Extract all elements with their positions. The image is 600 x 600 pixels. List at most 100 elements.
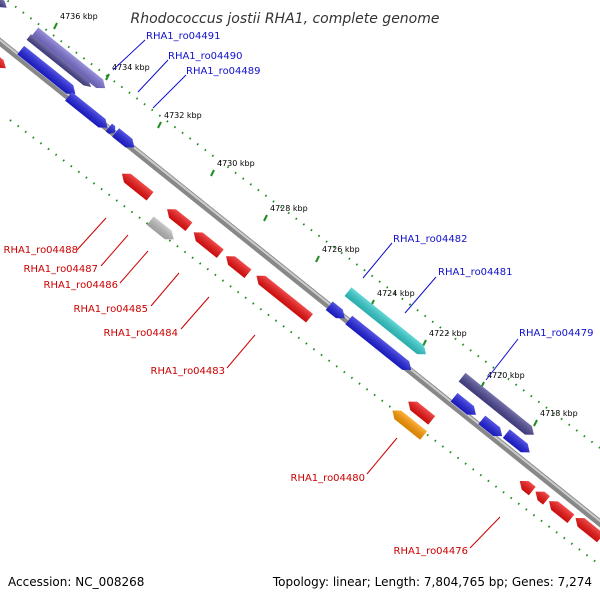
- gene-glyph[interactable]: [389, 406, 428, 440]
- gene-arrow-shading: [0, 51, 6, 69]
- gene-arrow-shading: [17, 45, 76, 94]
- tick-label: 4728 kbp: [270, 204, 308, 213]
- gene-layer: [0, 0, 600, 543]
- label-layer: RHA1_ro04491RHA1_ro04490RHA1_ro04489RHA1…: [4, 31, 594, 557]
- gene-glyph[interactable]: [345, 315, 414, 375]
- gene-glyph[interactable]: [450, 392, 480, 419]
- gene-arrow-shading: [408, 401, 436, 425]
- gene-arrow-shading: [167, 209, 193, 232]
- gene-arrow-shading: [31, 27, 106, 89]
- tick-label: 4718 kbp: [540, 409, 578, 418]
- gene-glyph[interactable]: [253, 271, 313, 323]
- gene-glyph[interactable]: [516, 477, 536, 496]
- gene-label[interactable]: RHA1_ro04481: [438, 267, 513, 278]
- tick-mark: [422, 339, 427, 347]
- gene-glyph[interactable]: [344, 287, 430, 358]
- gene-glyph[interactable]: [0, 0, 9, 11]
- gene-arrow-shading: [65, 92, 108, 128]
- gene-glyph[interactable]: [17, 45, 78, 98]
- gene-glyph[interactable]: [105, 123, 118, 137]
- tick-mark: [210, 169, 215, 177]
- gene-leader-line: [119, 250, 149, 284]
- gene-arrow-shading: [0, 0, 7, 8]
- gene-label[interactable]: RHA1_ro04490: [168, 51, 243, 62]
- tick-label: 4732 kbp: [164, 111, 202, 120]
- gene-arrow-shading: [193, 232, 224, 258]
- gene-arrow-shading: [345, 315, 412, 371]
- gene-arrow-shading: [549, 501, 575, 524]
- tick-label: 4726 kbp: [322, 245, 360, 254]
- tick-label: 4734 kbp: [112, 63, 150, 72]
- gene-glyph[interactable]: [325, 301, 348, 322]
- gene-label[interactable]: RHA1_ro04484: [104, 328, 179, 339]
- tick-label: 4724 kbp: [377, 289, 415, 298]
- gene-label[interactable]: RHA1_ro04488: [4, 245, 79, 256]
- outer-tick-track: [4, 0, 600, 449]
- gene-glyph[interactable]: [65, 92, 111, 132]
- gene-label[interactable]: RHA1_ro04483: [151, 366, 226, 377]
- gene-leader-line: [100, 234, 129, 267]
- gene-leader-line: [366, 437, 398, 475]
- gene-glyph[interactable]: [31, 27, 108, 93]
- gene-arrow-shading: [256, 275, 313, 323]
- gene-glyph[interactable]: [164, 205, 193, 232]
- tick-label: 4720 kbp: [487, 371, 525, 380]
- gene-arrow-shading: [478, 415, 503, 437]
- gene-arrow-shading: [226, 256, 252, 279]
- gene-label[interactable]: RHA1_ro04480: [291, 473, 366, 484]
- tick-mark: [157, 121, 162, 129]
- tick-mark: [315, 255, 320, 263]
- gene-leader-line: [404, 276, 437, 314]
- gene-leader-line: [180, 296, 210, 330]
- map-title: Rhodococcus jostii RHA1, complete genome: [130, 11, 439, 27]
- gene-label[interactable]: RHA1_ro04485: [74, 304, 149, 315]
- gene-arrow-shading: [450, 392, 476, 415]
- gene-glyph[interactable]: [26, 34, 94, 89]
- gene-glyph[interactable]: [502, 429, 533, 456]
- gene-glyph[interactable]: [0, 51, 9, 72]
- gene-label[interactable]: RHA1_ro04479: [519, 328, 594, 339]
- tick-mark: [263, 214, 268, 222]
- tick-mark: [105, 73, 110, 81]
- tick-label: 4722 kbp: [429, 329, 467, 338]
- tick-label: 4736 kbp: [60, 12, 98, 21]
- accession-text: Accession: NC_008268: [8, 575, 144, 589]
- gene-glyph[interactable]: [532, 487, 550, 505]
- inner-tick-track: [9, 119, 600, 566]
- gene-arrow-shading: [26, 34, 92, 88]
- gene-leader-line: [469, 516, 501, 549]
- gene-arrow-shading: [519, 480, 536, 496]
- gene-arrow-shading: [325, 301, 345, 319]
- tick-mark: [533, 419, 538, 427]
- gene-label[interactable]: RHA1_ro04487: [24, 264, 99, 275]
- gene-label[interactable]: RHA1_ro04486: [44, 280, 119, 291]
- gene-glyph[interactable]: [119, 169, 154, 201]
- gene-leader-line: [485, 338, 519, 381]
- gene-leader-line: [226, 334, 256, 369]
- gene-arrow-shading: [105, 123, 116, 134]
- gene-leader-line: [137, 59, 169, 93]
- gene-glyph[interactable]: [405, 397, 436, 425]
- gene-arrow-shading: [502, 429, 530, 453]
- gene-glyph[interactable]: [190, 228, 224, 258]
- gene-label[interactable]: RHA1_ro04476: [394, 546, 469, 557]
- gene-glyph[interactable]: [478, 415, 505, 441]
- gene-leader-line: [150, 272, 180, 307]
- gene-arrow-shading: [535, 491, 550, 505]
- gene-label[interactable]: RHA1_ro04489: [186, 66, 261, 77]
- gene-glyph[interactable]: [223, 252, 252, 279]
- gene-glyph[interactable]: [458, 372, 538, 439]
- gene-glyph[interactable]: [112, 128, 138, 152]
- tick-mark: [53, 22, 58, 30]
- gene-arrow-shading: [112, 128, 135, 148]
- gene-label[interactable]: RHA1_ro04482: [393, 234, 468, 245]
- gene-leader-line: [362, 242, 393, 279]
- gene-label[interactable]: RHA1_ro04491: [146, 31, 221, 42]
- gene-glyph[interactable]: [146, 216, 177, 243]
- gene-arrow-shading: [121, 173, 154, 201]
- gene-arrow-shading: [458, 372, 534, 435]
- gene-glyph[interactable]: [546, 497, 575, 524]
- gene-glyph[interactable]: [572, 514, 600, 543]
